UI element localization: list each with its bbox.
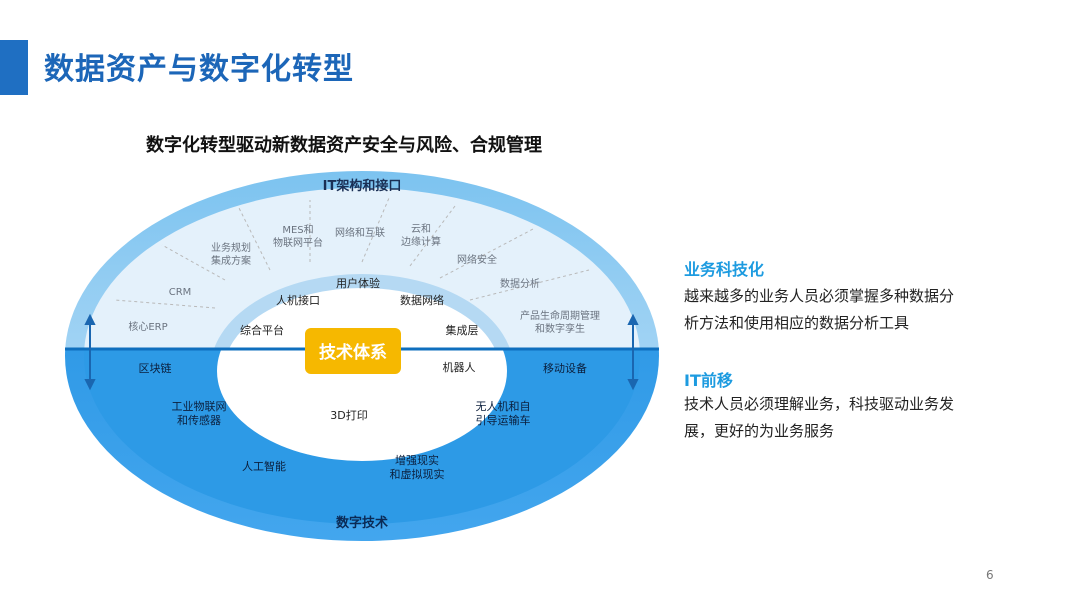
page-title: 数据资产与数字化转型 xyxy=(44,52,354,87)
page-number: 6 xyxy=(986,568,994,582)
upper-outer-item: 数据分析 xyxy=(500,277,540,290)
upper-outer-item: 网络安全 xyxy=(457,253,497,266)
left-arrow xyxy=(84,313,96,391)
outer-top-label: IT架构和接口 xyxy=(323,178,402,194)
sidebar-text-business: 越来越多的业务人员必须掌握多种数据分 析方法和使用相应的数据分析工具 xyxy=(684,283,984,337)
inner-ring-upper xyxy=(214,274,510,349)
sidebar-heading-it: IT前移 xyxy=(684,371,733,390)
upper-outer-item: 核心ERP xyxy=(128,320,167,333)
lower-outer-item: 人工智能 xyxy=(242,459,286,473)
segment-dividers xyxy=(114,197,590,309)
upper-inner-item: 数据网络 xyxy=(400,293,444,307)
title-accent-bar xyxy=(0,40,28,95)
lower-outer-item: 增强现实和虚拟现实 xyxy=(390,453,445,481)
upper-outer-item: CRM xyxy=(169,287,192,298)
lower-inner-item: 机器人 xyxy=(443,360,476,374)
upper-outer-item: 业务规划集成方案 xyxy=(211,241,251,267)
diagram-title: 数字化转型驱动新数据资产安全与风险、合规管理 xyxy=(146,135,542,156)
outer-bottom-label: 数字技术 xyxy=(336,515,388,531)
sidebar-text-line: 越来越多的业务人员必须掌握多种数据分 xyxy=(684,287,955,305)
sidebar-heading-business: 业务科技化 xyxy=(684,260,765,279)
sidebar-text-line: 析方法和使用相应的数据分析工具 xyxy=(684,314,910,332)
lower-inner-item: 3D打印 xyxy=(330,408,367,422)
upper-light-band xyxy=(84,188,640,349)
sidebar-text-it: 技术人员必须理解业务，科技驱动业务发 展，更好的为业务服务 xyxy=(684,391,984,445)
upper-outer-item: MES和物联网平台 xyxy=(273,224,323,249)
lower-outer-item: 无人机和自引导运输车 xyxy=(476,399,531,427)
upper-outer-item: 云和边缘计算 xyxy=(401,223,441,248)
lower-outer-item: 区块链 xyxy=(139,361,172,375)
upper-inner-item: 人机接口 xyxy=(276,293,320,307)
upper-inner-item: 综合平台 xyxy=(240,323,284,337)
center-box xyxy=(305,328,401,374)
sidebar-text-line: 技术人员必须理解业务，科技驱动业务发 xyxy=(684,395,955,413)
lower-outer-item: 工业物联网和传感器 xyxy=(172,399,227,427)
center-label: 技术体系 xyxy=(319,342,387,363)
upper-inner-item: 集成层 xyxy=(446,323,479,337)
upper-outer-item: 产品生命周期管理和数字孪生 xyxy=(520,309,600,335)
sidebar-text-line: 展，更好的为业务服务 xyxy=(684,422,835,440)
right-arrow xyxy=(627,313,639,391)
upper-inner-item: 用户体验 xyxy=(336,276,380,290)
lower-outer-item: 移动设备 xyxy=(543,361,587,375)
upper-outer-item: 网络和互联 xyxy=(335,226,385,239)
